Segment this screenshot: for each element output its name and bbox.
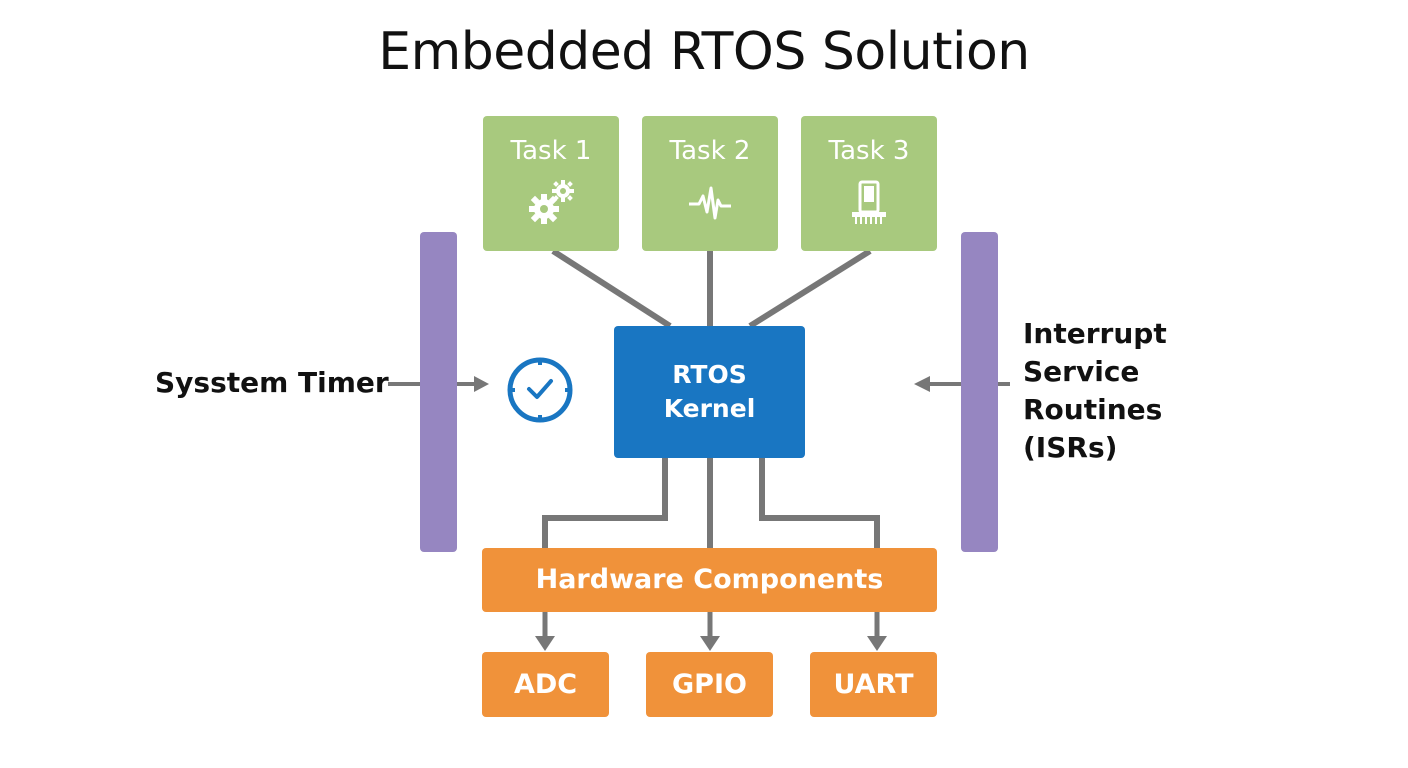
adc-box: ADC	[482, 652, 609, 717]
task-2-label: Task 2	[669, 136, 751, 166]
clock-icon	[507, 357, 573, 423]
isr-label: Interrupt Service Routines (ISRs)	[1023, 315, 1167, 467]
gears-icon	[529, 180, 574, 224]
chip-icon	[852, 180, 886, 224]
uart-box: UART	[810, 652, 937, 717]
right-rail	[961, 232, 998, 552]
task1-kernel-line	[551, 248, 672, 329]
hardware-components-box: Hardware Components	[482, 548, 937, 612]
kernel-line-2: Kernel	[663, 394, 756, 423]
left-rail	[420, 232, 457, 552]
system-timer-label: Sysstem Timer	[155, 366, 389, 399]
waveform-icon	[689, 186, 731, 220]
task3-kernel-line	[748, 248, 872, 329]
isr-line-1: Interrupt	[1023, 317, 1167, 350]
isr-line-2: Service	[1023, 355, 1140, 388]
task-2-box: Task 2	[642, 116, 778, 251]
rtos-kernel-box: RTOS Kernel	[614, 326, 805, 458]
kernel-hw-right-line	[759, 458, 880, 548]
diagram-title: Embedded RTOS Solution	[378, 22, 1030, 82]
task-1-box: Task 1	[483, 116, 619, 251]
task-3-box: Task 3	[801, 116, 937, 251]
kernel-line-1: RTOS	[672, 360, 747, 389]
task-1-label: Task 1	[510, 136, 592, 166]
kernel-hw-left-line	[542, 458, 668, 548]
isr-line-3: Routines	[1023, 393, 1163, 426]
gpio-box: GPIO	[646, 652, 773, 717]
task-3-label: Task 3	[828, 136, 910, 166]
isr-line-4: (ISRs)	[1023, 431, 1118, 464]
